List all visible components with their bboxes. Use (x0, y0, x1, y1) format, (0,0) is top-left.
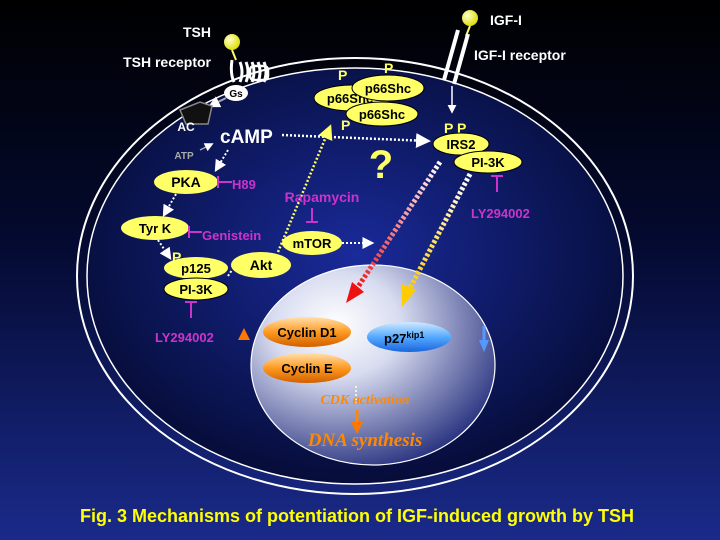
genistein-inhibition-bar (188, 226, 202, 238)
h89-inhibition-bar (217, 176, 232, 188)
irs2-phospho-label: P P (444, 120, 466, 136)
p66shc-phospho-c: P (341, 117, 350, 133)
akt-label: Akt (250, 257, 273, 273)
tyrk-node (121, 216, 189, 240)
ly294002-right-label: LY294002 (471, 206, 530, 221)
p66shc-phospho-b: P (384, 60, 393, 76)
cdk-activation-label: CDK activation (320, 393, 409, 408)
p27kip1-node (367, 322, 451, 352)
irs2-label: IRS2 (447, 137, 476, 152)
cyclin-upregulation-arrowhead (238, 328, 250, 340)
p125-node (164, 257, 228, 279)
figure-caption: Fig. 3 Mechanisms of potentiation of IGF… (80, 506, 634, 526)
atp-label: ATP (174, 151, 194, 162)
p66shc-node-bottom (345, 101, 419, 127)
red-signal-arrowhead (346, 282, 364, 303)
pi3k-right-label: PI-3K (471, 155, 505, 170)
mtor-node (282, 231, 342, 255)
p66shc-node-top (351, 74, 425, 102)
p27-downregulation-arrowhead (479, 340, 489, 352)
pka-to-tyrk-arrow (162, 193, 177, 218)
atp-to-camp-arrow (199, 143, 214, 152)
irs2-to-nucleus-red-signal (353, 160, 443, 292)
igf1-receptor-bars (442, 29, 470, 85)
ly294002-right-inhibition-bar (491, 175, 503, 192)
akt-node (231, 252, 291, 278)
tsh-label: TSH (183, 24, 211, 40)
rapamycin-inhibition-bar (306, 208, 318, 223)
cdk-to-dna-arrowhead (351, 422, 363, 434)
dna-synthesis-label: DNA synthesis (307, 430, 423, 451)
p125-phospho-label: P (172, 249, 181, 265)
cell-outer-membrane (76, 57, 634, 495)
cyclin-e-label: Cyclin E (281, 361, 333, 376)
tsh-receptor-helices (229, 59, 268, 83)
pi3k-left-label: PI-3K (179, 282, 213, 297)
gs-to-ac-arrow (207, 96, 227, 108)
unknown-link-question-mark: ? (369, 143, 393, 187)
pka-label: PKA (171, 174, 201, 190)
tsh-ligand-stem (231, 49, 237, 61)
cyclin-d1-label: Cyclin D1 (277, 325, 336, 340)
h89-label: H89 (232, 177, 256, 192)
camp-label: cAMP (220, 127, 273, 148)
gs-label: Gs (229, 89, 243, 100)
ly294002-left-label: LY294002 (155, 330, 214, 345)
pi3k-to-akt-link (227, 269, 233, 277)
ac-label: AC (177, 120, 195, 134)
ly294002-left-inhibition-bar (185, 301, 197, 318)
p125-label: p125 (181, 261, 211, 276)
p66shc-label-bottom: p66Shc (359, 107, 405, 122)
p66shc-label-top: p66Shc (365, 81, 411, 96)
genistein-label: Genistein (202, 228, 261, 243)
cyclin-e-node (263, 353, 351, 383)
tyrk-label: Tyr K (139, 221, 172, 236)
pi3k-left-node (163, 277, 229, 301)
cyclin-d1-node (263, 317, 351, 347)
pi3k-to-nucleus-yellow-signal (407, 172, 473, 290)
yellow-signal-arrowhead (402, 284, 416, 307)
rapamycin-label: Rapamycin (285, 189, 360, 205)
tsh-receptor-body (248, 64, 270, 82)
p66shc-phospho-a: P (338, 67, 347, 83)
tsh-receptor-label: TSH receptor (123, 54, 211, 70)
ac-enzyme (179, 101, 213, 125)
p27kip1-label: p27kip1 (384, 330, 424, 346)
gs-oval (224, 85, 248, 101)
igf1-label: IGF-I (490, 12, 522, 28)
igf1-ligand-ball (462, 10, 478, 26)
igf1-receptor-label: IGF-I receptor (474, 47, 566, 63)
akt-to-p66shc-arrow (276, 124, 333, 253)
tsh-ligand-ball (224, 34, 240, 50)
pi3k-right-node (453, 150, 523, 174)
mtor-label: mTOR (293, 236, 332, 251)
camp-to-irs2-arrow (281, 133, 431, 149)
pka-node (154, 170, 218, 194)
